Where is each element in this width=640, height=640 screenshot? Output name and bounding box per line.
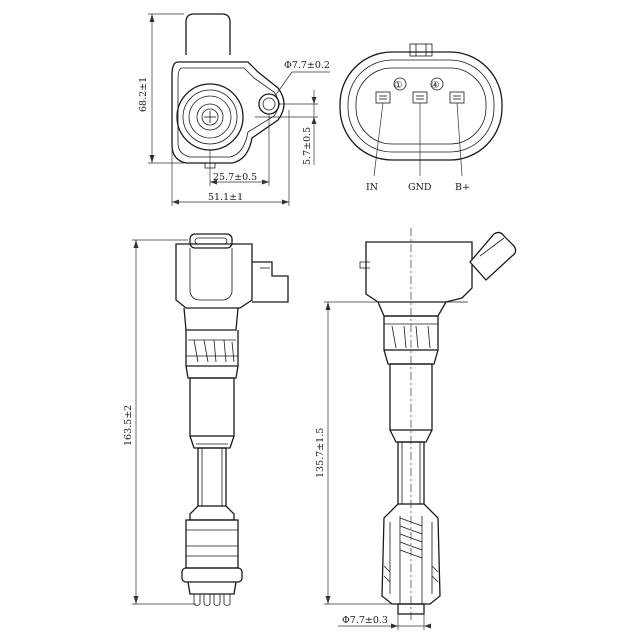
- side-view: 135.7±1.5 Φ7.7±0.3: [315, 228, 517, 630]
- dim-side-length: 135.7±1.5: [315, 428, 326, 478]
- connector-view: ① ④ IN GND B+: [339, 43, 503, 193]
- pin-label-gnd: GND: [408, 182, 432, 193]
- dim-mount-hole-dia: Φ7.7±0.2: [284, 60, 330, 71]
- pin-number-1: ①: [394, 80, 403, 91]
- pin-label-in: IN: [366, 182, 378, 193]
- dim-top-width: 51.1±1: [208, 192, 243, 203]
- dim-hole-offset-v: 5.7±0.5: [302, 127, 313, 165]
- dim-total-length: 163.5±2: [123, 405, 134, 446]
- front-view: 163.5±2: [123, 233, 289, 606]
- dim-hole-offset-h: 25.7±0.5: [213, 172, 257, 183]
- pin-label-bplus: B+: [455, 182, 470, 193]
- pin-number-4: ④: [431, 80, 440, 91]
- dim-tip-dia: Φ7.7±0.3: [342, 615, 388, 626]
- top-view: 68.2±1 Φ7.7±0.2 5.7±0.5 25.7±0.5 51.1±1: [138, 13, 330, 206]
- dim-top-height: 68.2±1: [138, 77, 149, 112]
